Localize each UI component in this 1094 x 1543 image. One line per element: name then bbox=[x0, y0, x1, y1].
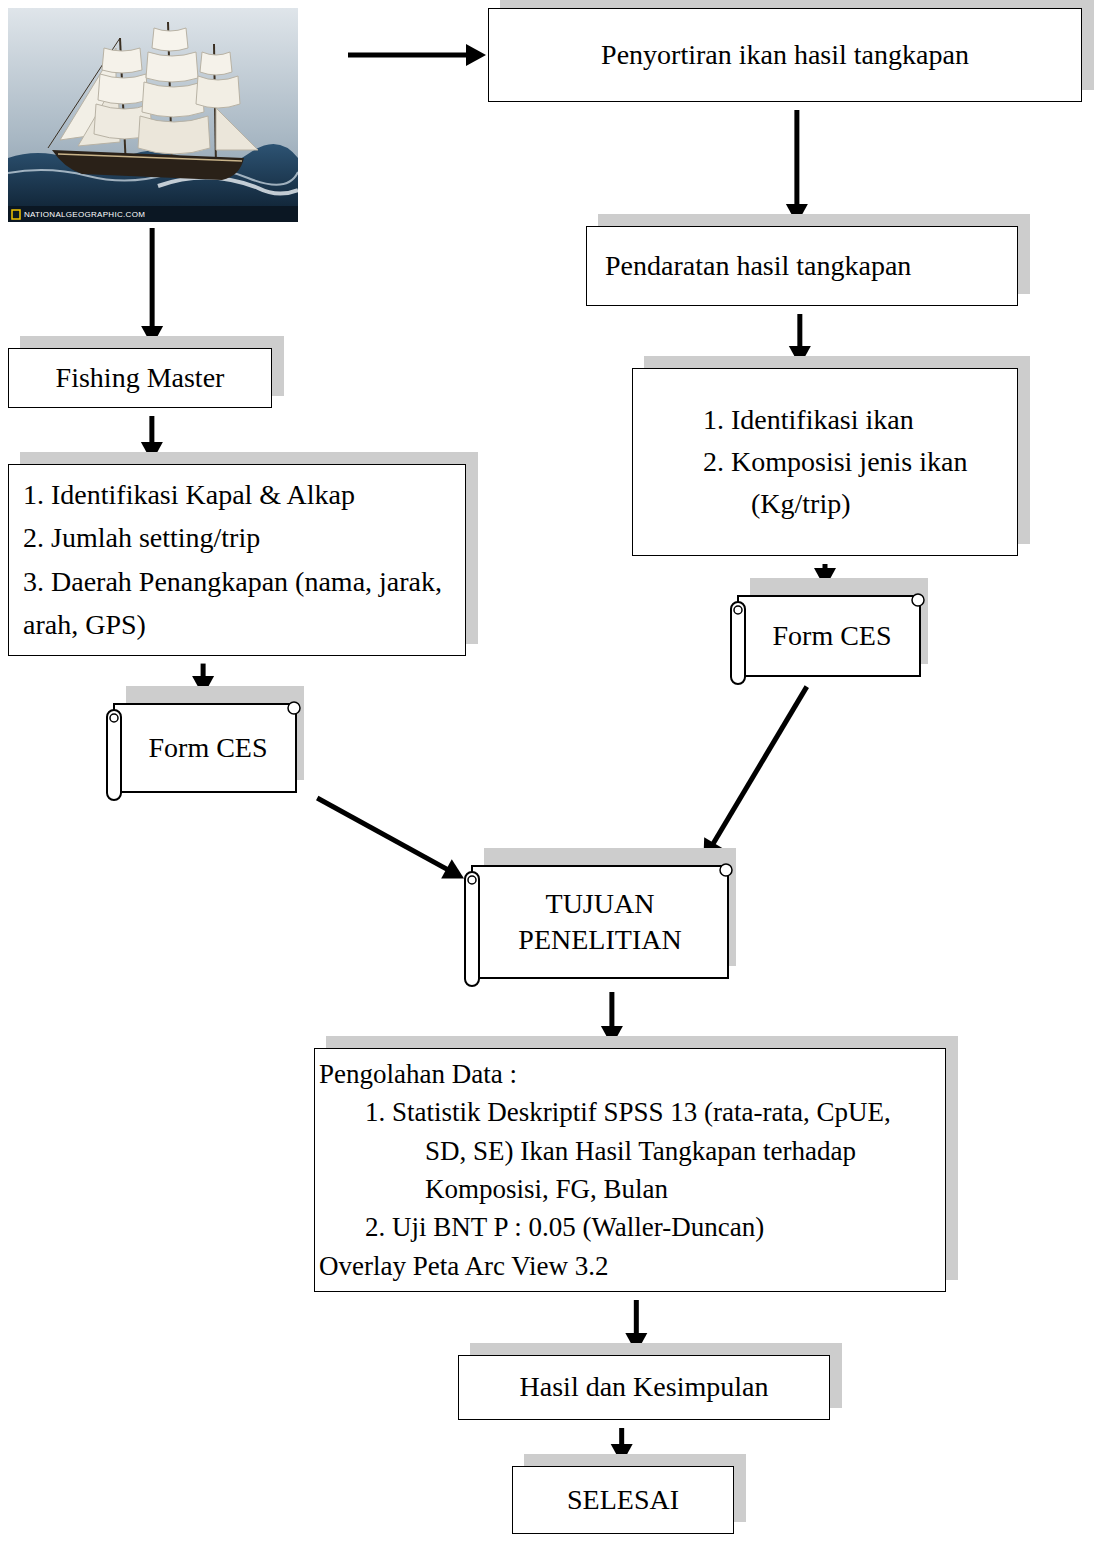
arrow-connector bbox=[141, 416, 163, 462]
scroll-part bbox=[465, 872, 479, 986]
scroll-part bbox=[107, 710, 121, 800]
photo-node: NATIONALGEOGRAPHIC.COM bbox=[8, 8, 298, 222]
scroll-part bbox=[288, 702, 300, 714]
arrow-connector bbox=[611, 1428, 633, 1464]
arrow-connector bbox=[601, 992, 623, 1046]
node-text: Form CES bbox=[756, 618, 908, 654]
node-text: SELESAI bbox=[525, 1482, 721, 1518]
arrow-head bbox=[601, 1026, 623, 1046]
ship-photo bbox=[8, 8, 298, 222]
process-box: 1. Identifikasi ikan2. Komposisi jenis i… bbox=[632, 368, 1018, 556]
process-box: 1. Identifikasi Kapal & Alkap2. Jumlah s… bbox=[8, 464, 466, 656]
arrow-head bbox=[786, 204, 808, 224]
arrow-connector bbox=[703, 687, 806, 860]
arrow-connector bbox=[141, 228, 163, 346]
arrow-line bbox=[797, 314, 802, 350]
arrow-line bbox=[317, 798, 450, 871]
arrow-head bbox=[625, 1333, 647, 1353]
arrow-head bbox=[466, 44, 486, 66]
arrow-line bbox=[794, 110, 799, 208]
node-text: Hasil dan Kesimpulan bbox=[471, 1369, 817, 1405]
scroll-part bbox=[731, 602, 745, 684]
arrow-connector bbox=[786, 110, 808, 224]
arrow-line bbox=[150, 228, 155, 330]
scroll-part bbox=[468, 876, 476, 884]
node-text: Pengolahan Data : bbox=[319, 1055, 933, 1093]
arrow-head bbox=[141, 326, 163, 346]
arrow-line bbox=[609, 992, 614, 1030]
arrow-line bbox=[634, 1300, 639, 1337]
node-text: 1. Identifikasi ikan bbox=[703, 399, 1007, 441]
process-box: Fishing Master bbox=[8, 348, 272, 408]
node-text: Overlay Peta Arc View 3.2 bbox=[319, 1247, 933, 1285]
process-box: Penyortiran ikan hasil tangkapan bbox=[488, 8, 1082, 102]
process-box: Hasil dan Kesimpulan bbox=[458, 1355, 830, 1420]
scroll-part bbox=[734, 606, 742, 614]
logo-text: NATIONALGEOGRAPHIC.COM bbox=[24, 210, 145, 220]
arrow-head bbox=[611, 1444, 633, 1464]
process-box: Pendaratan hasil tangkapan bbox=[586, 226, 1018, 306]
node-text: Pendaratan hasil tangkapan bbox=[605, 248, 999, 284]
node-text: TUJUAN PENELITIAN bbox=[500, 886, 700, 959]
scroll-part bbox=[720, 864, 732, 876]
scroll-node: Form CES bbox=[106, 698, 298, 798]
scroll-part bbox=[738, 596, 920, 676]
arrow-connector bbox=[317, 798, 464, 879]
arrow-head bbox=[141, 442, 163, 462]
arrow-line bbox=[712, 687, 807, 847]
scroll-part bbox=[110, 714, 118, 722]
scroll-part bbox=[912, 594, 924, 606]
process-box: Pengolahan Data :1. Statistik Deskriptif… bbox=[314, 1048, 946, 1292]
arrow-connector bbox=[625, 1300, 647, 1353]
node-text: Form CES bbox=[132, 730, 284, 766]
node-text: 2. Uji BNT P : 0.05 (Waller-Duncan) bbox=[319, 1208, 933, 1246]
arrow-head bbox=[789, 346, 811, 366]
arrow-connector bbox=[348, 44, 486, 66]
scroll-part bbox=[472, 866, 728, 978]
node-text: 2. Komposisi jenis ikan (Kg/trip) bbox=[703, 441, 1007, 525]
arrow-connector bbox=[789, 314, 811, 366]
node-text: 1. Identifikasi Kapal & Alkap bbox=[23, 473, 455, 516]
scroll-part bbox=[114, 704, 296, 792]
node-text: 3. Daerah Penangkapan (nama, jarak, arah… bbox=[23, 560, 455, 647]
arrow-head bbox=[441, 859, 464, 878]
scroll-node: TUJUAN PENELITIAN bbox=[464, 860, 730, 984]
arrow-line bbox=[348, 53, 470, 58]
node-text: 2. Jumlah setting/trip bbox=[23, 516, 455, 559]
scroll-node: Form CES bbox=[730, 590, 922, 682]
node-text: Fishing Master bbox=[19, 360, 261, 396]
process-box: SELESAI bbox=[512, 1466, 734, 1534]
node-text: Penyortiran ikan hasil tangkapan bbox=[505, 37, 1065, 73]
node-text: 1. Statistik Deskriptif SPSS 13 (rata-ra… bbox=[319, 1093, 933, 1208]
arrow-line bbox=[149, 416, 154, 446]
scroll-outline bbox=[464, 860, 730, 984]
